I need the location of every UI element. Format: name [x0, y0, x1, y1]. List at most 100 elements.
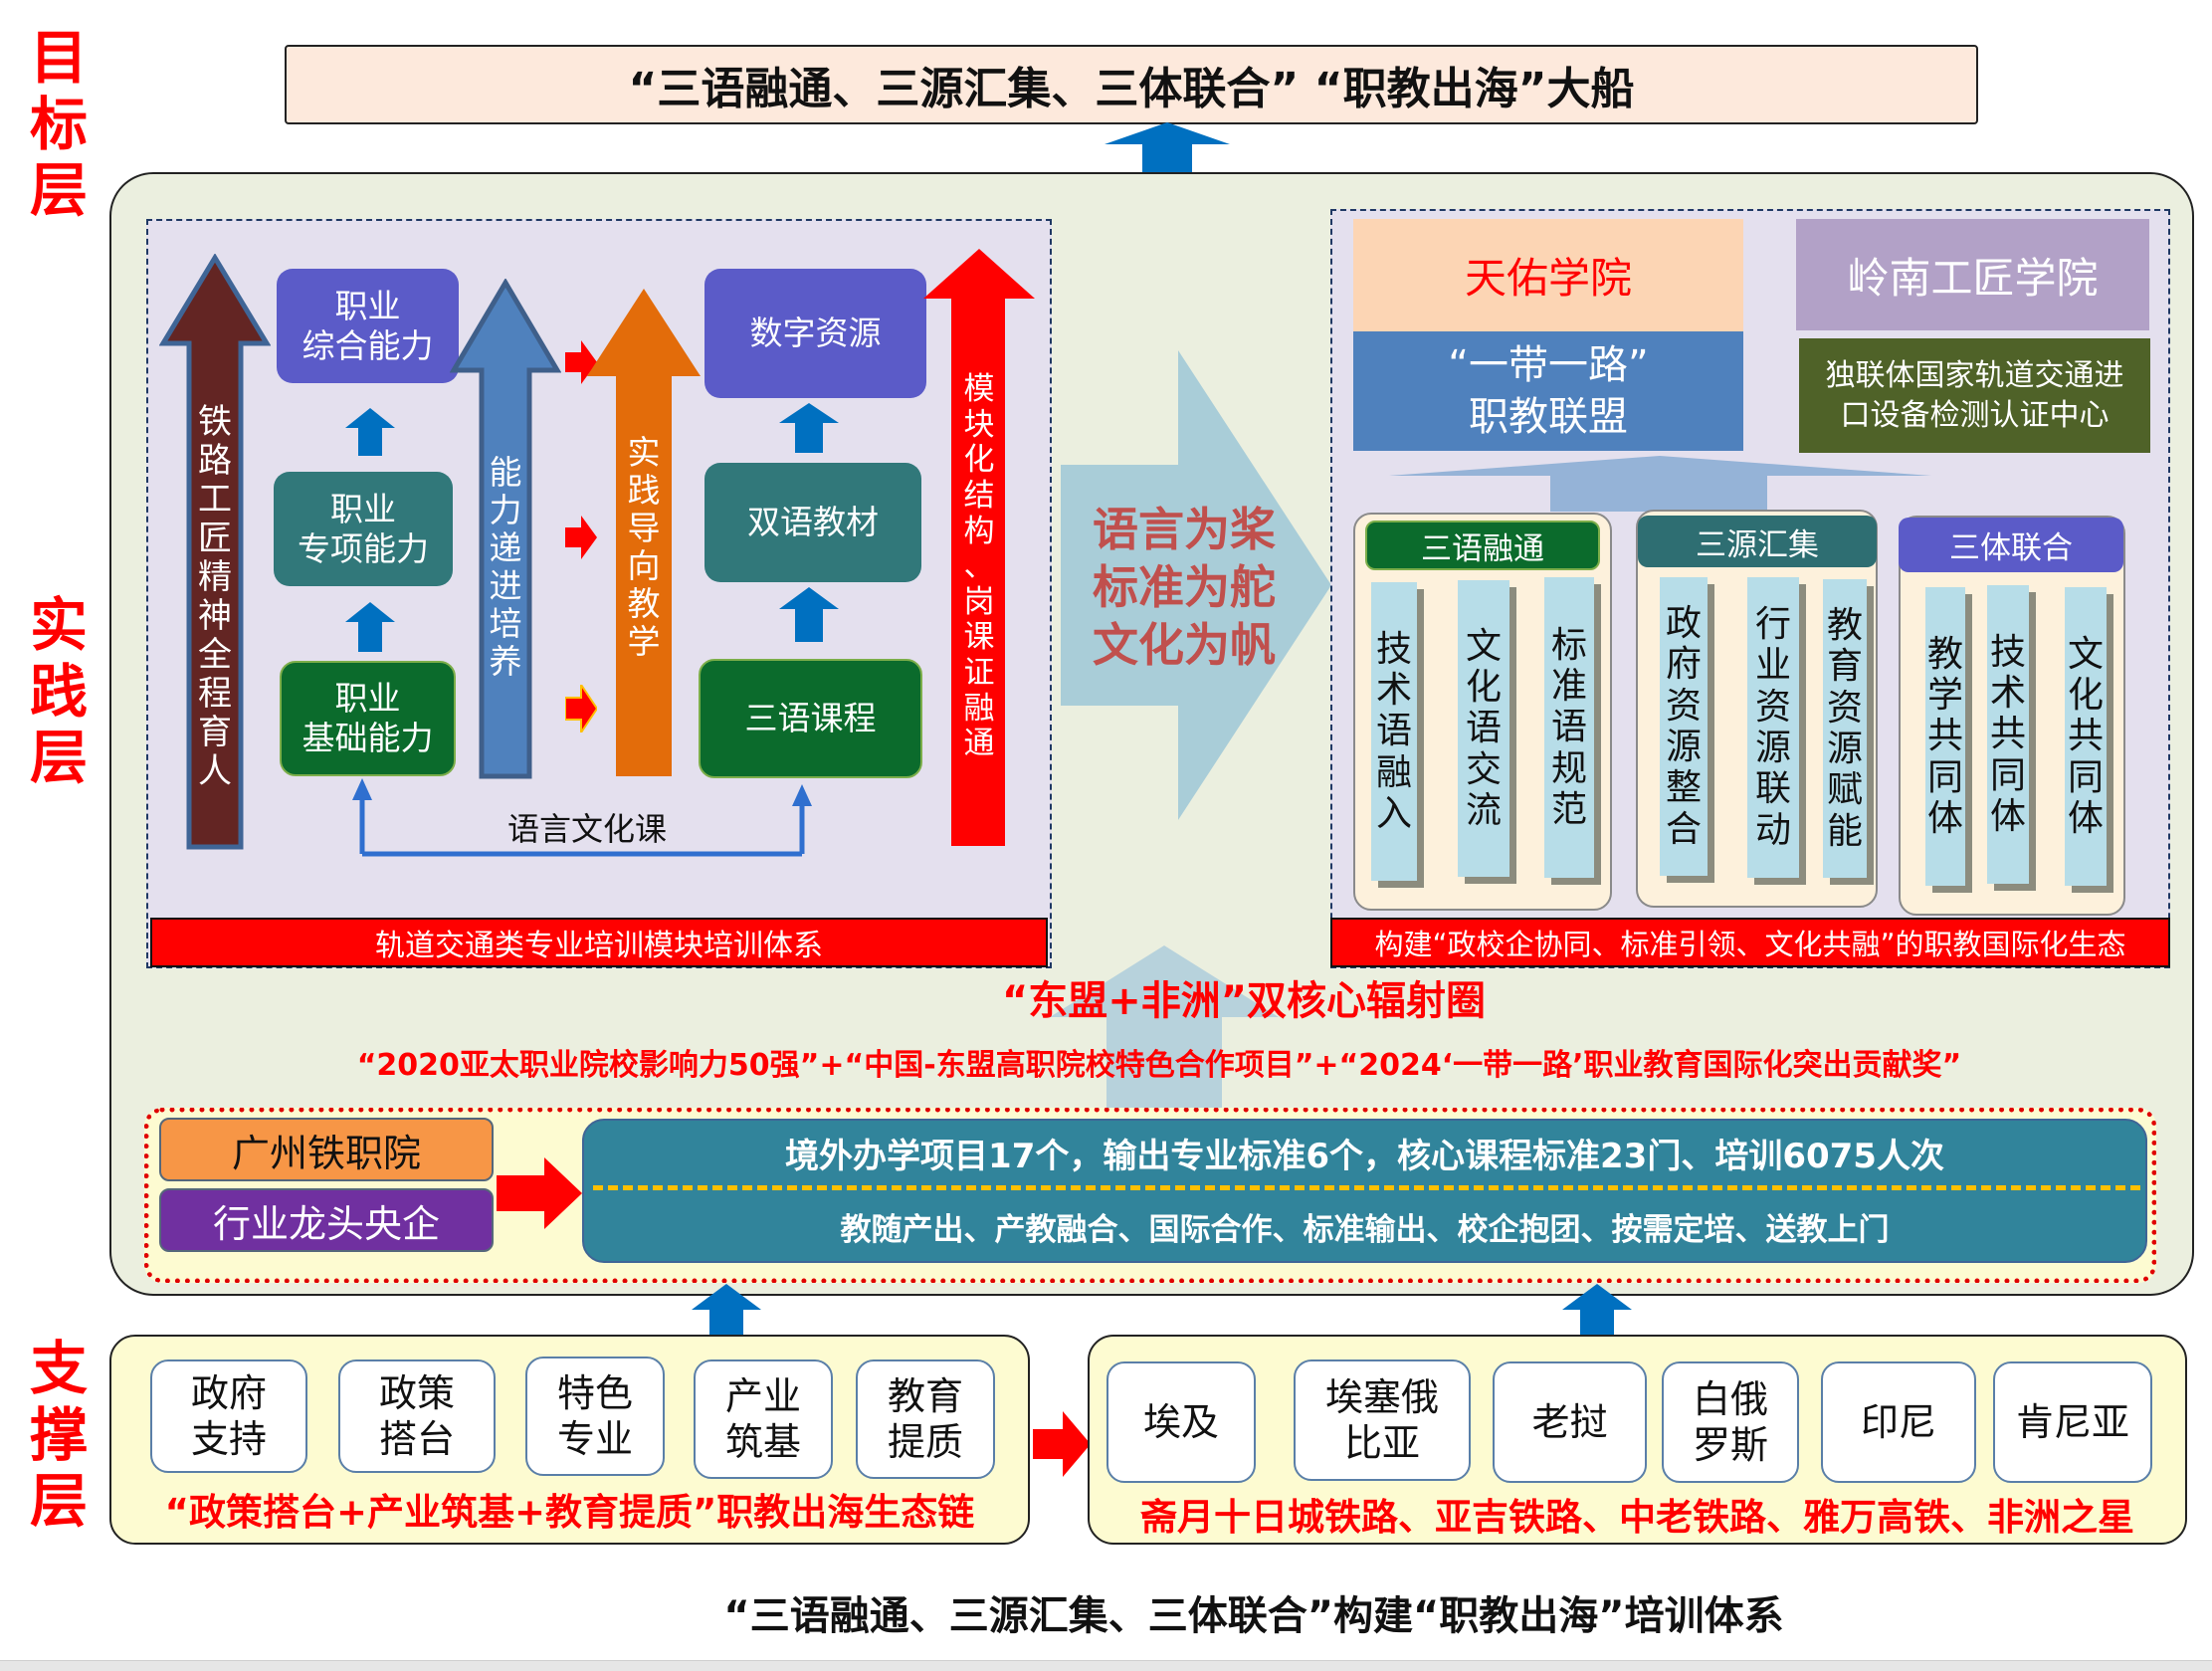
group-item-text: 文化语交流 — [1466, 625, 1503, 832]
country-chip-text: 老挝 — [1531, 1400, 1608, 1444]
support-policy-caption-text: “政策搭台+产业筑基+教育提质”职教出海生态链 — [164, 1491, 975, 1534]
group-item: 技术语融入 — [1371, 582, 1417, 881]
country-chip-text: 肯尼亚 — [2015, 1400, 2129, 1444]
country-chip: 埃塞俄 比亚 — [1294, 1359, 1471, 1481]
group-item-text: 政府资源整合 — [1666, 602, 1703, 850]
modular-structure-text: 模块化结构、岗课证融通 — [963, 370, 995, 762]
group-item-text: 标准语规范 — [1551, 624, 1588, 831]
language-culture-label: 语言文化课 — [438, 804, 736, 850]
resource-digital-text: 数字资源 — [749, 313, 882, 352]
center-arrow — [1061, 350, 1331, 820]
group-item: 行业资源联动 — [1747, 577, 1799, 878]
support-policy-caption: “政策搭台+产业筑基+教育提质”职教出海生态链 — [111, 1481, 1028, 1537]
country-chip-text: 埃塞俄 比亚 — [1324, 1375, 1439, 1465]
resource-trilingual-course: 三语课程 — [699, 659, 922, 778]
ecosystem-footer-text: 构建“政校企协同、标准引领、文化共融”的职教国际化生态 — [1374, 928, 2126, 961]
support-chip-text: 政府 支持 — [190, 1371, 267, 1461]
support-railway-caption: 斋月十日城铁路、亚吉铁路、中老铁路、雅万高铁、非洲之星 — [1090, 1487, 2185, 1541]
arrow-up-icon — [779, 403, 839, 453]
support-chip: 政府 支持 — [150, 1359, 307, 1473]
goal-banner: “三语融通、三源汇集、三体联合” “职教出海”大船 — [285, 45, 1978, 124]
arrow-up-icon — [1562, 1284, 1632, 1336]
center-arrow-line-3: 文化为帆 — [1093, 618, 1276, 672]
achievements-modes: 教随产出、产教融合、国际合作、标准输出、校企抱团、按需定培、送教上门 — [582, 1196, 2147, 1256]
practice-teaching-arrow — [587, 289, 701, 776]
country-chip-text: 白俄 罗斯 — [1692, 1377, 1768, 1467]
group-three-sources-title-text: 三源汇集 — [1696, 526, 1819, 563]
arrow-right-icon — [565, 685, 597, 732]
country-chip-text: 埃及 — [1142, 1400, 1219, 1444]
modular-structure-label: 模块化结构、岗课证融通 — [953, 318, 1005, 816]
arrow-right-icon — [565, 516, 597, 559]
group-item: 教育资源赋能 — [1823, 579, 1867, 878]
training-module-footer: 轨道交通类专业培训模块培训体系 — [150, 918, 1048, 967]
achievements-stats-text: 境外办学项目17个，输出专业标准6个，核心课程标准23门、培训6075人次 — [785, 1136, 1944, 1176]
ability-comprehensive: 职业 综合能力 — [277, 269, 459, 383]
ability-progression-text: 能力递进培养 — [489, 453, 522, 681]
support-chip: 产业 筑基 — [694, 1359, 833, 1479]
achievements-box — [582, 1119, 2147, 1263]
ability-basic: 职业 基础能力 — [280, 661, 456, 776]
language-culture-bracket — [352, 778, 812, 857]
group-trilingual-title: 三语融通 — [1365, 521, 1600, 570]
country-chip: 埃及 — [1106, 1361, 1256, 1483]
group-item: 标准语规范 — [1544, 577, 1594, 878]
language-culture-text: 语言文化课 — [506, 810, 667, 848]
awards-text-value: “2020亚太职业院校影响力50强”+“中国-东盟高职院校特色合作项目”+“20… — [356, 1048, 1962, 1083]
resource-bilingual-textbook: 双语教材 — [704, 463, 921, 582]
group-three-entities-title-text: 三体联合 — [1949, 530, 2073, 566]
group-item-text: 教育资源赋能 — [1827, 604, 1864, 852]
achievements-divider — [593, 1185, 2140, 1190]
achievements-modes-text: 教随产出、产教融合、国际合作、标准输出、校企抱团、按需定培、送教上门 — [840, 1211, 1890, 1248]
practice-teaching-text: 实践导向教学 — [627, 433, 661, 661]
craftsman-arrow — [159, 254, 271, 850]
center-arrow-line-2: 标准为舵 — [1093, 560, 1276, 614]
support-chip: 教育 提质 — [856, 1359, 995, 1479]
arrow-right-icon — [1033, 1411, 1091, 1477]
center-arrow-text: 语言为桨 标准为舵 文化为帆 — [1075, 498, 1294, 677]
ability-basic-text: 职业 基础能力 — [302, 679, 434, 757]
country-chip: 肯尼亚 — [1993, 1361, 2152, 1483]
craftsman-arrow-label: 铁路工匠精神全程育人 — [189, 378, 241, 816]
arrow-up-icon — [1105, 122, 1230, 176]
group-three-entities-title: 三体联合 — [1899, 518, 2123, 572]
country-chip: 印尼 — [1821, 1361, 1976, 1483]
resource-digital: 数字资源 — [704, 269, 926, 398]
support-chip: 特色 专业 — [525, 1357, 665, 1476]
country-chip: 老挝 — [1493, 1361, 1647, 1483]
group-item: 文化语交流 — [1458, 580, 1509, 877]
actor-school-text: 广州铁职院 — [231, 1131, 421, 1175]
radiation-text: “东盟+非洲”双核心辐射圈 — [1001, 978, 1487, 1024]
group-item-text: 文化共同体 — [2068, 633, 2105, 840]
actor-enterprise-text: 行业龙头央企 — [212, 1201, 440, 1246]
figure-caption-text: “三语融通、三源汇集、三体联合”构建“职教出海”培训体系 — [723, 1593, 1784, 1639]
ability-progression-arrow — [450, 279, 561, 779]
layer-label-practice: 实践层 — [24, 592, 94, 791]
belt-road-alliance: “一带一路” 职教联盟 — [1353, 331, 1743, 451]
layer-label-practice-text: 实践层 — [30, 590, 89, 792]
craftsman-label-text: 铁路工匠精神全程育人 — [198, 401, 232, 792]
radiation-circle-text: “东盟+非洲”双核心辐射圈 — [597, 967, 1891, 1027]
group-item: 政府资源整合 — [1660, 577, 1708, 876]
group-trilingual-title-text: 三语融通 — [1421, 530, 1544, 567]
ability-specialized-text: 职业 专项能力 — [298, 489, 429, 568]
arrow-up-icon — [692, 1284, 761, 1336]
group-item: 教学共同体 — [1925, 587, 1965, 886]
support-chip-text: 产业 筑基 — [724, 1374, 801, 1464]
cis-center-text: 独联体国家轨道交通进 口设备检测认证中心 — [1825, 357, 2124, 433]
tianyou-college: 天佑学院 — [1353, 219, 1743, 331]
central-up-arrow — [1050, 945, 1279, 1115]
center-arrow-line-1: 语言为桨 — [1093, 503, 1276, 556]
practice-teaching-label: 实践导向教学 — [617, 413, 671, 682]
layer-label-target-text: 目标层 — [30, 23, 89, 225]
group-three-sources-title: 三源汇集 — [1638, 516, 1877, 567]
actor-enterprise: 行业龙头央企 — [159, 1188, 494, 1252]
layer-label-target: 目标层 — [24, 25, 94, 224]
group-item-text: 技术语融入 — [1376, 628, 1413, 835]
ability-progression-label: 能力递进培养 — [478, 418, 533, 717]
training-module-footer-text: 轨道交通类专业培训模块培训体系 — [375, 929, 823, 963]
belt-road-alliance-text: “一带一路” 职教联盟 — [1448, 342, 1649, 440]
actor-school: 广州铁职院 — [159, 1118, 494, 1181]
group-item-text: 技术共同体 — [1990, 631, 2027, 838]
figure-caption: “三语融通、三源汇集、三体联合”构建“职教出海”培训体系 — [557, 1582, 1950, 1642]
